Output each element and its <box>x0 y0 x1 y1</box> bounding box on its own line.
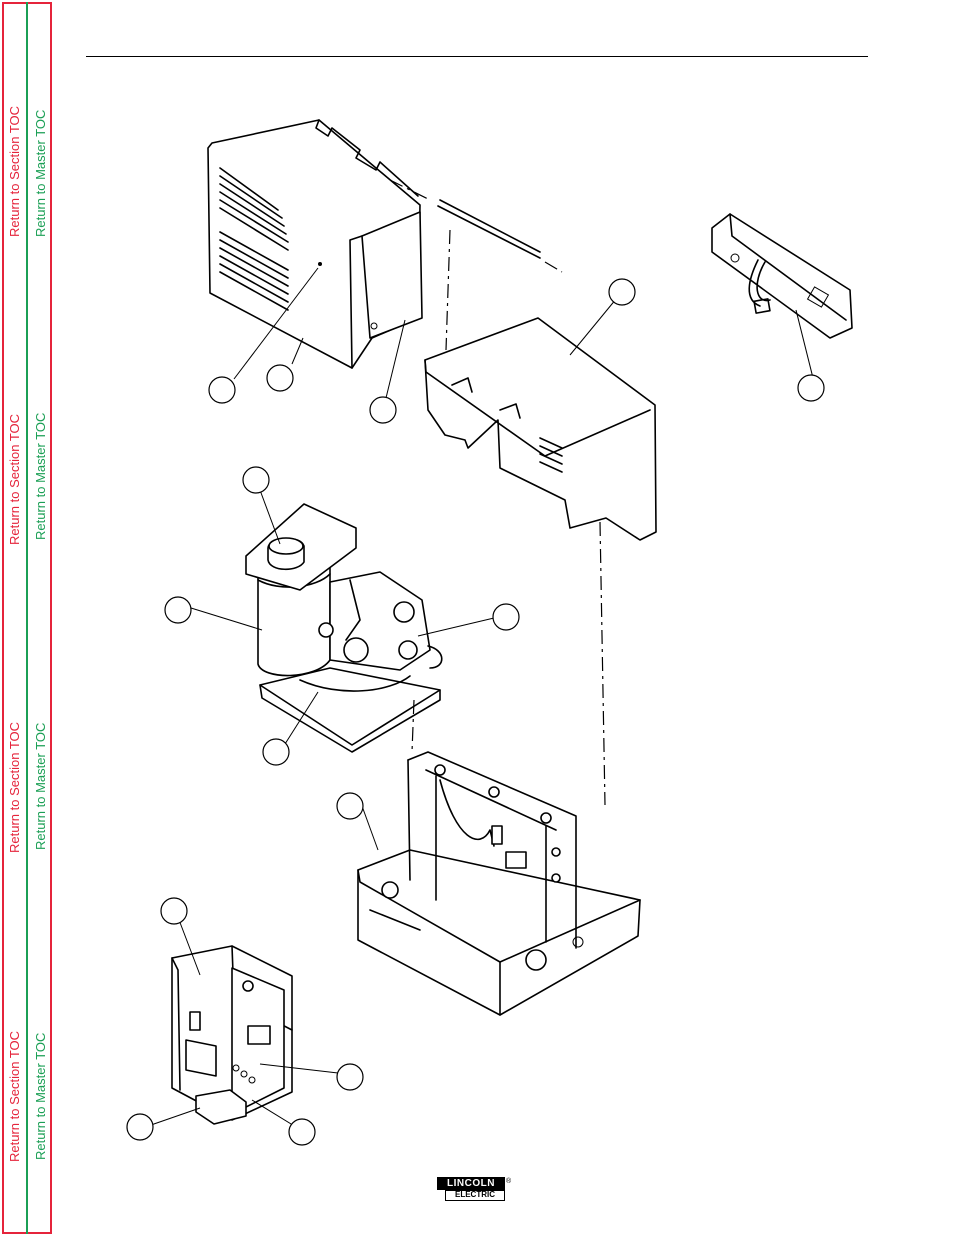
lincoln-electric-logo: LINCOLN ELECTRIC ® <box>437 1177 511 1205</box>
callout-balloon <box>797 374 825 402</box>
logo-bottom-text: ELECTRIC <box>445 1190 505 1201</box>
logo-top-text: LINCOLN <box>437 1177 505 1190</box>
callout-balloon <box>266 364 294 392</box>
callout-balloon <box>242 466 270 494</box>
callout-balloon <box>164 596 192 624</box>
control-box <box>171 945 293 1125</box>
callout-balloon <box>492 603 520 631</box>
callout-balloon <box>160 897 188 925</box>
sidebar-divider <box>26 2 28 1234</box>
callout-balloon <box>336 1063 364 1091</box>
callout-balloons <box>126 278 825 1146</box>
wraparound-cover <box>424 229 657 806</box>
header-rule <box>86 56 868 57</box>
callout-balloon <box>369 396 397 424</box>
callout-balloon <box>336 792 364 820</box>
control-bracket <box>711 213 853 339</box>
hinge-rod <box>389 179 563 273</box>
wire-drive-assembly <box>245 503 443 753</box>
base-chassis <box>357 699 641 1016</box>
callout-balloon <box>608 278 636 306</box>
callout-balloon <box>262 738 290 766</box>
callout-balloon <box>288 1118 316 1146</box>
callout-balloon <box>126 1113 154 1141</box>
callout-balloon <box>208 376 236 404</box>
side-cover-panel <box>207 119 423 369</box>
registered-mark: ® <box>506 1178 512 1185</box>
